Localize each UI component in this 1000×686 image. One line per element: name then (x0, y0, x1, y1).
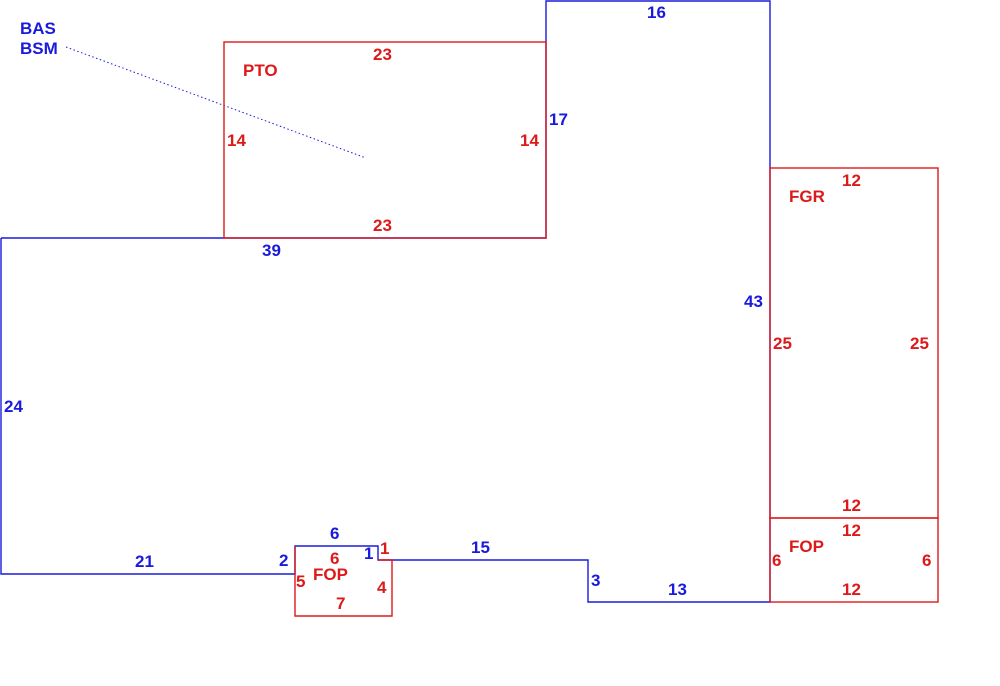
dim-base-step: 3 (591, 571, 600, 590)
dim-base-left: 24 (4, 397, 23, 416)
area-leader-line (65, 46, 367, 159)
area-label-bsm: BSM (20, 39, 58, 58)
area-label-fop-left: FOP (313, 565, 348, 584)
dim-base-pto-side: 17 (549, 110, 568, 129)
dim-pto-right: 14 (520, 131, 539, 150)
dim-fop-left-jog: 1 (380, 539, 389, 558)
dim-fop-right-right: 6 (922, 551, 931, 570)
dim-base-upper-left: 39 (262, 241, 281, 260)
dim-fgr-bottom: 12 (842, 496, 861, 515)
pto-outline (223, 41, 547, 239)
fop-right-outline (769, 517, 939, 603)
dim-base-top: 16 (647, 3, 666, 22)
dim-base-step-down: 2 (279, 551, 288, 570)
dim-fgr-right: 25 (910, 334, 929, 353)
dim-base-right: 43 (744, 292, 763, 311)
dim-fop-left-right: 4 (377, 578, 387, 597)
dim-base-porch-top: 6 (330, 524, 339, 543)
area-label-bas: BAS (20, 19, 56, 38)
dim-pto-left: 14 (227, 131, 246, 150)
base-outline (0, 0, 771, 603)
dim-fop-right-left: 6 (772, 551, 781, 570)
dim-fgr-top: 12 (842, 171, 861, 190)
fop-left-outline (294, 546, 393, 617)
dim-base-bottom-left: 21 (135, 552, 154, 571)
dim-pto-top: 23 (373, 45, 392, 64)
dim-pto-bottom: 23 (373, 216, 392, 235)
dim-fop-left-left: 5 (296, 572, 305, 591)
dim-fgr-left: 25 (773, 334, 792, 353)
dim-fop-left-top: 6 (330, 549, 339, 568)
dim-base-bottom-mid: 15 (471, 538, 490, 557)
dim-fop-right-top: 12 (842, 521, 861, 540)
area-label-pto: PTO (243, 61, 278, 80)
area-label-fop-right: FOP (789, 537, 824, 556)
dim-fop-right-bottom: 12 (842, 580, 861, 599)
area-label-fgr: FGR (789, 187, 825, 206)
dim-base-bottom-right: 13 (668, 580, 687, 599)
dim-fop-left-bottom: 7 (336, 594, 345, 613)
dim-base-jog: 1 (364, 544, 373, 563)
